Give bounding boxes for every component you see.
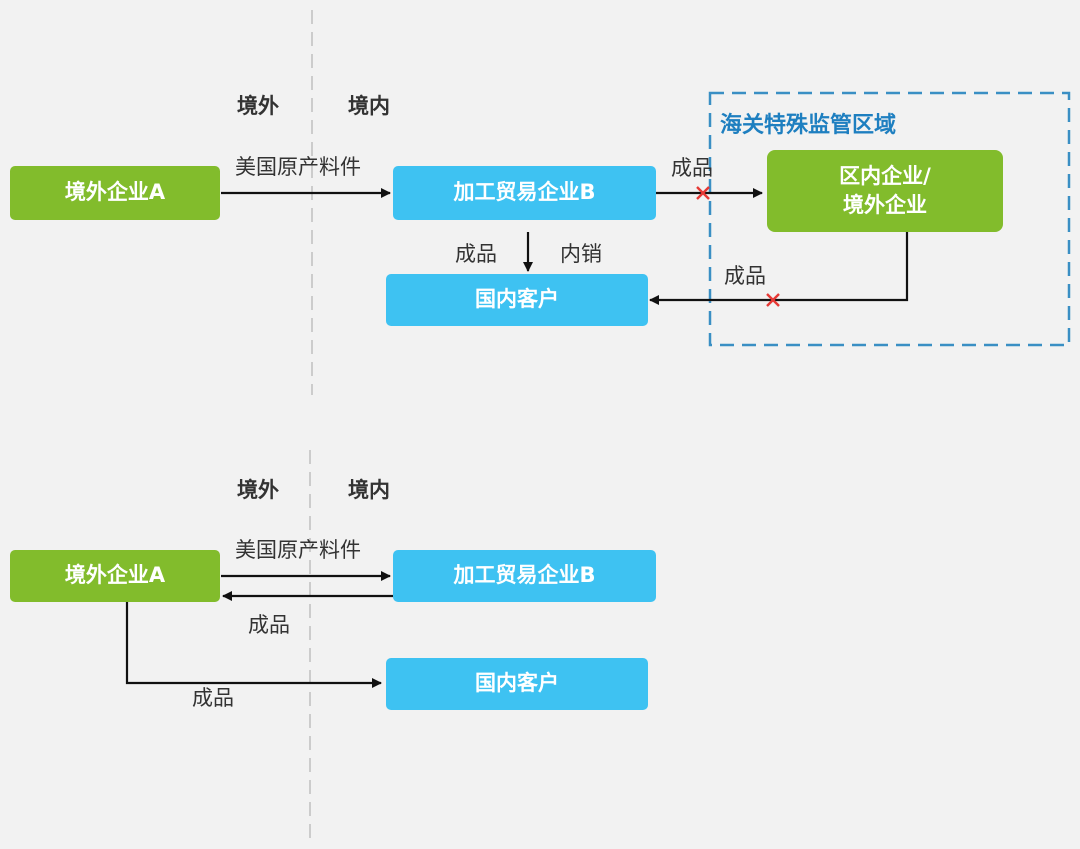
node-label: 国内客户 — [475, 671, 559, 696]
edge-label-finished-goods: 成品 — [192, 686, 234, 710]
edge-label-finished-goods: 成品 — [248, 613, 290, 637]
node-label-line1: 区内企业/ — [839, 163, 931, 188]
node-label: 加工贸易企业B — [453, 563, 596, 588]
node-processing-trade-enterprise-b: 加工贸易企业B — [393, 550, 656, 602]
cross-mark-icon — [696, 186, 710, 200]
node-label: 加工贸易企业B — [453, 180, 596, 205]
node-domestic-customer: 国内客户 — [386, 274, 648, 326]
special-zone-border — [708, 91, 1071, 347]
region-label-domestic: 境内 — [348, 478, 390, 502]
edge-label-finished-goods: 成品 — [455, 242, 497, 266]
node-label: 境外企业A — [64, 180, 166, 205]
node-zone-enterprise: 区内企业/ 境外企业 — [767, 150, 1003, 232]
node-label: 境外企业A — [64, 563, 166, 588]
edge-label-raw-materials: 美国原产料件 — [235, 538, 361, 562]
edge-label-raw-materials: 美国原产料件 — [235, 155, 361, 179]
node-label: 国内客户 — [475, 287, 559, 312]
node-processing-trade-enterprise-b: 加工贸易企业B — [393, 166, 656, 220]
region-label-overseas: 境外 — [237, 478, 279, 502]
edge-label-finished-goods: 成品 — [724, 264, 766, 288]
cross-mark-icon — [766, 293, 780, 307]
arrow-a-to-customer-bottom — [125, 588, 382, 688]
edge-label-domestic-sale: 内销 — [560, 242, 602, 266]
node-overseas-enterprise-a: 境外企业A — [10, 166, 220, 220]
arrow-zone-to-customer — [649, 232, 909, 305]
edge-label-finished-goods: 成品 — [671, 156, 713, 180]
node-label-line2: 境外企业 — [842, 193, 927, 217]
node-overseas-enterprise-a: 境外企业A — [10, 550, 220, 602]
special-zone-title: 海关特殊监管区域 — [720, 113, 897, 138]
region-label-overseas: 境外 — [237, 94, 279, 118]
node-domestic-customer: 国内客户 — [386, 658, 648, 710]
region-label-domestic: 境内 — [348, 94, 390, 118]
